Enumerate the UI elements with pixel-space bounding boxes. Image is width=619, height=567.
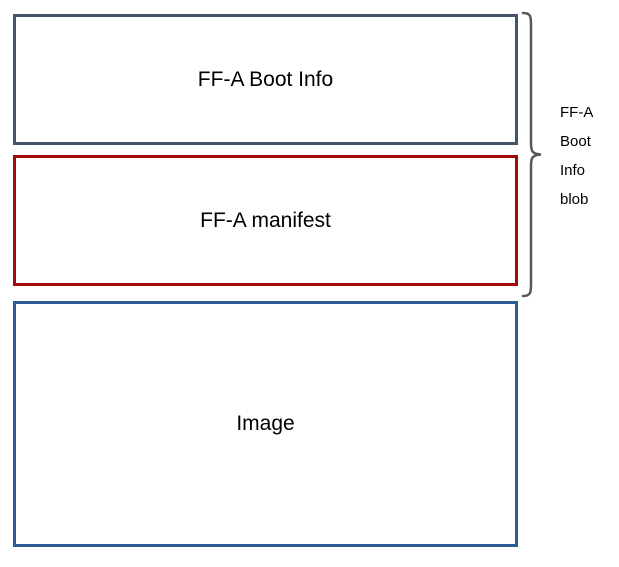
box-ffa-manifest-label: FF-A manifest [200,208,331,232]
box-ffa-boot-info-label: FF-A Boot Info [197,67,334,91]
box-image: Image [13,301,518,547]
box-ffa-boot-info: FF-A Boot Info [13,14,518,145]
box-ffa-manifest: FF-A manifest [13,155,518,286]
box-image-label: Image [236,412,295,435]
brace-label-ffa-boot-info-blob: FF-A Boot Info blob [560,104,594,208]
right-curly-brace-icon [521,11,542,298]
